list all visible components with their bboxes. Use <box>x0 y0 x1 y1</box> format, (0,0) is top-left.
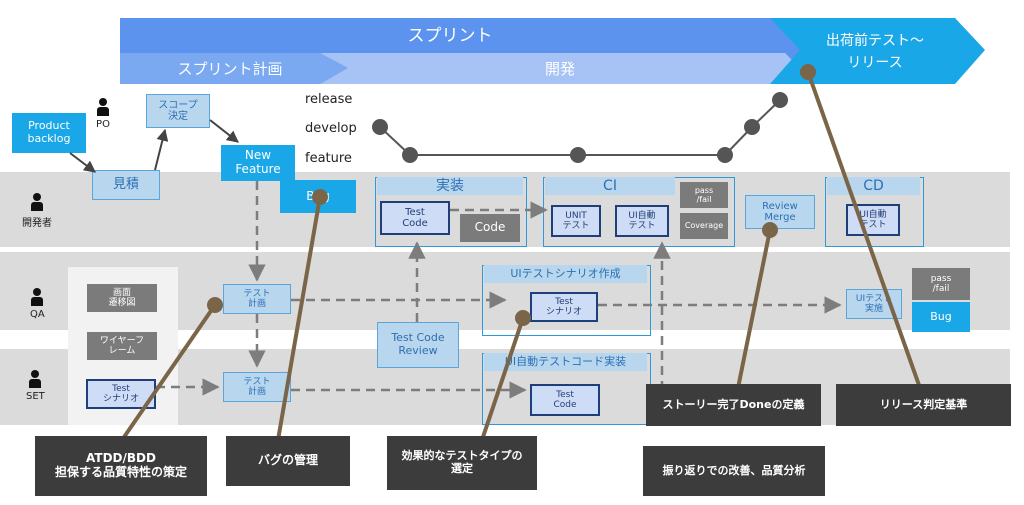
dot-release <box>800 64 816 80</box>
callout-bug-management: バグの管理 <box>226 436 350 486</box>
code-box: Code <box>460 214 520 242</box>
qa-test-plan-box: テスト 計画 <box>223 284 291 314</box>
role-developer: 開発者 <box>22 193 52 229</box>
arrow-backlog-estimate <box>69 152 96 173</box>
branch-commits <box>372 92 788 163</box>
scope-box: スコープ 決定 <box>146 94 210 128</box>
branch-feature-label: feature <box>305 150 352 166</box>
release-phase-arrow <box>770 18 985 84</box>
branch-release-label: release <box>305 91 353 107</box>
test-scenario-qa-box: Test シナリオ <box>530 292 598 322</box>
commit-develop-merge <box>744 119 760 135</box>
coverage-box: Coverage <box>680 213 728 239</box>
pointer-done <box>736 229 772 389</box>
pointer-atdd <box>120 303 217 442</box>
dashed-flow <box>156 181 842 399</box>
callout-retrospective: 振り返りでの改善、品質分析 <box>643 446 825 496</box>
ui-code-title: UI自動テストコード実装 <box>484 353 647 371</box>
arrow-scope-feature <box>209 119 239 143</box>
commit-release <box>772 92 788 108</box>
role-set: SET <box>26 370 45 402</box>
pass-fail-ci-box: pass /fail <box>680 182 728 208</box>
pointer-dots <box>207 64 816 326</box>
estimate-box: 見積 <box>92 170 160 200</box>
person-icon <box>96 98 110 116</box>
pointer-testtype <box>480 317 525 441</box>
callout-done-definition: ストーリー完了Doneの定義 <box>646 384 821 426</box>
new-feature-box: New Feature <box>221 145 295 181</box>
commit-feature-3 <box>717 147 733 163</box>
dot-done <box>762 222 778 238</box>
test-code-impl-box: Test Code <box>380 201 450 235</box>
dot-bug <box>312 189 328 205</box>
commit-feature-1 <box>402 147 418 163</box>
screen-flow-box: 画面 遷移図 <box>87 284 157 312</box>
commit-develop-start <box>372 119 388 135</box>
ui-scenario-title: UIテストシナリオ作成 <box>484 265 647 283</box>
arrow-estimate-scope <box>154 128 169 171</box>
person-icon <box>28 370 42 388</box>
dot-testtype <box>515 310 531 326</box>
callout-atdd: ATDD/BDD 担保する品質特性の策定 <box>35 436 207 496</box>
development-arrow <box>320 53 800 84</box>
set-test-plan-box: テスト 計画 <box>223 372 291 402</box>
branch-graph <box>379 99 781 156</box>
branch-develop-label: develop <box>305 120 357 136</box>
bug-qa-box: Bug <box>912 302 970 332</box>
wireframe-box: ワイヤーフ レーム <box>87 332 157 360</box>
callout-release-criteria: リリース判定基準 <box>836 384 1011 426</box>
commit-feature-2 <box>570 147 586 163</box>
pass-fail-qa-box: pass /fail <box>912 268 970 300</box>
cd-ui-auto-test-box: UI自動 テスト <box>846 204 900 236</box>
ui-auto-test-ci-box: UI自動 テスト <box>615 205 669 237</box>
pointer-bug <box>276 196 322 441</box>
unit-test-box: UNIT テスト <box>551 205 601 237</box>
pointer-release <box>806 71 922 389</box>
dot-atdd <box>207 297 223 313</box>
ci-title: CI <box>545 177 675 195</box>
pointers <box>120 71 922 442</box>
release-phase-label: 出荷前テスト〜 リリース <box>826 33 924 71</box>
impl-title: 実装 <box>377 177 523 195</box>
person-icon <box>30 193 44 211</box>
person-icon <box>30 288 44 306</box>
review-merge-box: Review Merge <box>745 195 815 229</box>
planning-label: スプリント計画 <box>177 60 283 79</box>
development-label: 開発 <box>544 60 575 79</box>
role-po: PO <box>96 98 110 130</box>
sprint-label: スプリント <box>407 26 493 47</box>
product-backlog-box: Product backlog <box>12 113 86 153</box>
test-code-review-box: Test Code Review <box>377 322 459 368</box>
planning-arrow <box>120 53 348 84</box>
callout-test-type: 効果的なテストタイプの 選定 <box>387 436 537 490</box>
test-code-set-box: Test Code <box>530 384 600 416</box>
planning-flow <box>69 119 239 173</box>
test-scenario-set-box: Test シナリオ <box>86 379 156 409</box>
role-qa: QA <box>30 288 45 320</box>
